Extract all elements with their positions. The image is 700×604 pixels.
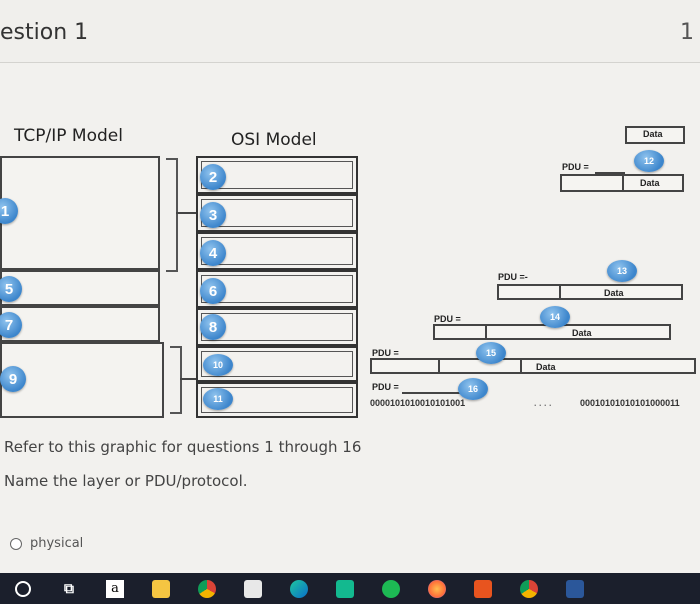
- badge-12: 12: [634, 150, 664, 172]
- badge-1: 1: [0, 198, 18, 224]
- networking-model-graphic: TCP/IP Model OSI Model 1 2 3 4 5 6 7 8 9…: [0, 100, 700, 430]
- radio-button[interactable]: [10, 537, 22, 550]
- chrome-dev-app[interactable]: [506, 573, 552, 604]
- chrome-app[interactable]: [184, 573, 230, 604]
- segment-frame-top: [560, 174, 684, 192]
- instructions-text: Refer to this graphic for questions 1 th…: [4, 438, 362, 456]
- word-app[interactable]: [552, 573, 598, 604]
- app-data-box: [625, 126, 685, 144]
- search-circle-icon: [15, 580, 31, 597]
- start-button[interactable]: [0, 573, 46, 604]
- pdu-label-14: PDU =: [434, 314, 461, 324]
- app-data-label: Data: [643, 129, 663, 139]
- osi-model-heading: OSI Model: [231, 130, 317, 150]
- terminal-app[interactable]: [322, 573, 368, 604]
- brace-application: [166, 158, 178, 272]
- word-icon: [566, 579, 584, 598]
- badge-7: 7: [0, 312, 22, 338]
- amazon-icon: a: [106, 579, 124, 598]
- badge-15: 15: [476, 342, 506, 364]
- firefox-app[interactable]: [414, 573, 460, 604]
- terminal-icon: [336, 579, 354, 598]
- badge-5: 5: [0, 276, 22, 302]
- tcpip-application-layer: [0, 156, 160, 270]
- windows-taskbar: ⧉ a: [0, 573, 700, 604]
- segment-frame-13: [497, 284, 683, 300]
- badge-2: 2: [200, 164, 226, 190]
- answer-option-physical[interactable]: physical: [10, 536, 83, 551]
- chrome-icon: [198, 579, 216, 598]
- badge-4: 4: [200, 240, 226, 266]
- data-label-14: Data: [572, 328, 592, 338]
- task-view-icon: ⧉: [64, 580, 74, 596]
- chrome-dev-icon: [520, 579, 538, 598]
- tcpip-network-access-layer: [0, 342, 164, 418]
- badge-9: 9: [0, 366, 26, 392]
- pdu-label-16: PDU =: [372, 382, 399, 392]
- pdu-label-12: PDU =: [562, 162, 589, 172]
- question-text: Name the layer or PDU/protocol.: [4, 472, 248, 490]
- data-label-13: Data: [604, 288, 624, 298]
- tcpip-model-heading: TCP/IP Model: [14, 126, 123, 146]
- brace-connector-network-access: [180, 378, 196, 380]
- tcpip-transport-layer: [0, 270, 160, 306]
- spotify-app[interactable]: [368, 573, 414, 604]
- store-app[interactable]: [230, 573, 276, 604]
- firefox-icon: [428, 579, 446, 598]
- file-explorer-app[interactable]: [138, 573, 184, 604]
- badge-10: 10: [203, 354, 233, 376]
- spotify-icon: [382, 579, 400, 598]
- edge-app[interactable]: [276, 573, 322, 604]
- answer-option-label: physical: [30, 536, 84, 551]
- tcpip-internet-layer: [0, 306, 160, 342]
- pdu-label-13: PDU =-: [498, 272, 528, 282]
- frame-15: [370, 358, 696, 374]
- pdu-label-15: PDU =: [372, 348, 399, 358]
- badge-6: 6: [200, 278, 226, 304]
- question-points: 1: [680, 20, 694, 45]
- store-icon: [244, 579, 262, 598]
- pdu-line-12: [595, 172, 625, 174]
- badge-11: 11: [203, 388, 233, 410]
- badge-8: 8: [200, 314, 226, 340]
- amazon-app[interactable]: a: [92, 573, 138, 604]
- folder-icon: [152, 579, 170, 598]
- bits-left: 0000101010010101001: [370, 398, 466, 408]
- brace-network-access: [170, 346, 182, 414]
- brace-connector-application: [176, 212, 196, 214]
- osi-layer-6: [196, 194, 358, 232]
- badge-16: 16: [458, 378, 488, 400]
- badge-13: 13: [607, 260, 637, 282]
- edge-icon: [290, 579, 308, 598]
- badge-14: 14: [540, 306, 570, 328]
- bits-right: 00010101010101000011: [580, 398, 680, 408]
- media-app[interactable]: [460, 573, 506, 604]
- question-title: estion 1: [0, 20, 89, 45]
- data-label-15: Data: [536, 362, 556, 372]
- bits-ellipsis: . . . .: [534, 398, 552, 408]
- pdu-line-16: [402, 392, 462, 394]
- task-view-button[interactable]: ⧉: [46, 573, 92, 604]
- question-header: estion 1 1: [0, 0, 700, 63]
- media-icon: [474, 579, 492, 598]
- badge-3: 3: [200, 202, 226, 228]
- segment-data-label: Data: [640, 178, 660, 188]
